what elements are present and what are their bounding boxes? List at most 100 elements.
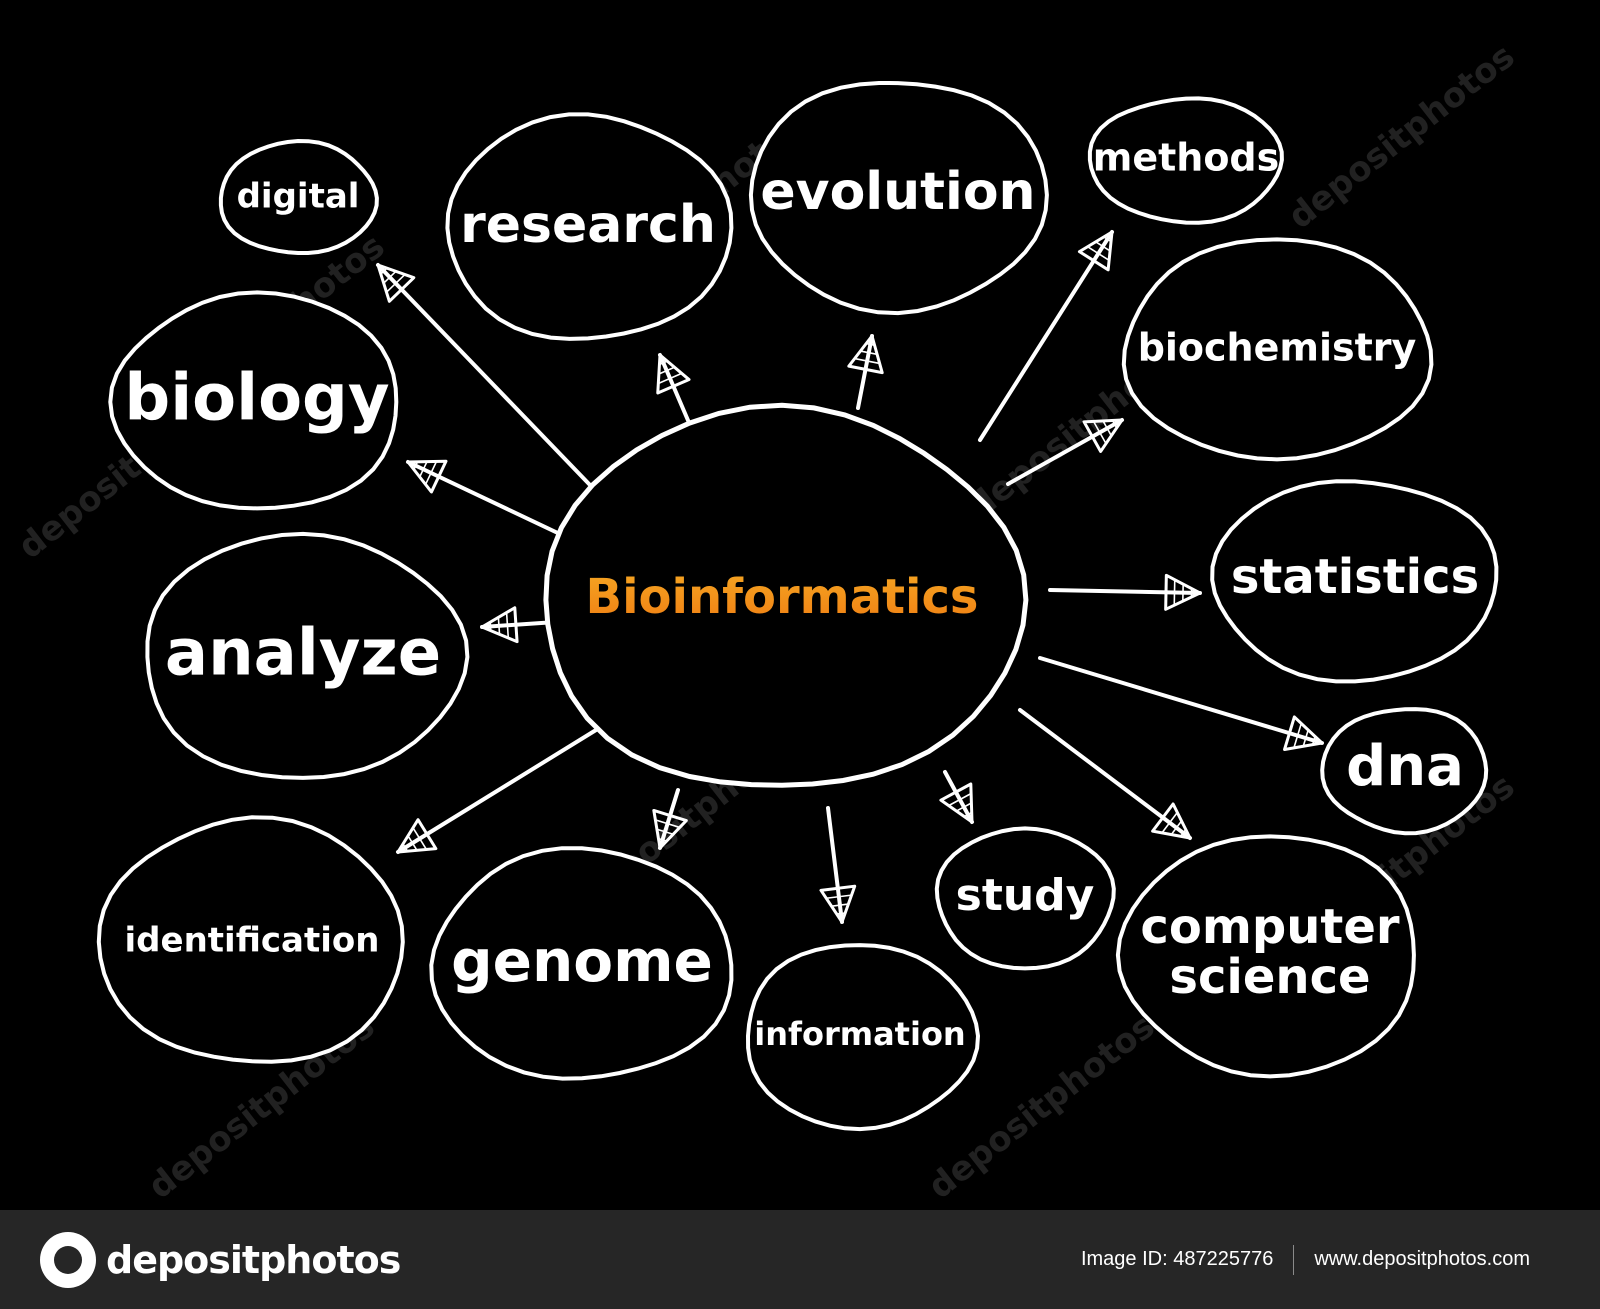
arrowhead-hatch [656,828,674,836]
connector-line [1048,588,1202,595]
connector-line [826,806,844,924]
connector-layer [376,230,1324,924]
arrowhead-hatch [424,461,438,485]
node-label: identification [125,921,380,961]
arrowhead-hatch [1087,246,1110,262]
node-bubble [445,112,734,341]
center-bubble [543,402,1029,788]
arrowhead-hatch [836,912,846,915]
node-study: study [934,826,1116,971]
node-biochemistry: biochemistry [1121,237,1434,462]
brand-name: depositphotos [106,1237,401,1282]
arrowhead-hatch [380,267,388,275]
arrowhead-hatch [826,894,852,900]
arrowhead-hatch [948,792,972,807]
node-bubble [748,80,1049,316]
connector-line [406,460,564,537]
node-bubble [429,846,734,1081]
connector-arrow-research [656,353,692,427]
node-statistics: statistics [1210,479,1499,684]
image-id-label: Image ID: 487225776 [1080,1248,1274,1270]
node-label: digital [237,177,360,217]
watermark-text: depositphotos [1281,36,1522,237]
site-url-link[interactable]: www.depositphotos.com [1314,1248,1530,1270]
node-identification: identification [96,815,405,1064]
arrowhead-hatch [1111,420,1118,429]
connector-arrow-information [819,806,857,924]
connector-line [480,620,558,629]
node-methods: methods [1087,96,1284,225]
node-bubble [96,815,405,1064]
node-bubble [1121,237,1434,462]
connector-arrow-biology [406,459,564,537]
arrowhead-hatch [1302,729,1309,747]
connector-line [658,788,680,850]
arrowhead-hatch [489,622,492,631]
arrowhead-hatch [655,819,680,829]
node-dna: dna [1320,707,1489,836]
arrowhead-hatch [413,461,419,470]
connector-arrow-evolution [847,334,884,410]
node-label: biochemistry [1138,326,1417,370]
connector-line [1018,708,1192,840]
node-label: study [956,870,1095,921]
arrowhead-hatch [412,827,428,850]
meta-divider [1293,1244,1295,1275]
arrowhead-icon [652,808,688,850]
node-label: science [1169,949,1370,1005]
arrowhead-hatch [418,461,428,478]
image-meta: Image ID: 487225776 www.depositphotos.co… [1080,1244,1530,1275]
arrowhead-icon [819,884,857,924]
node-bubble [1210,479,1499,684]
arrowhead-hatch [385,273,406,293]
connector-arrow-analyze [480,606,558,644]
arrowhead-hatch [866,342,875,346]
arrowhead-hatch [1173,579,1176,606]
node-digital: digital [218,138,379,255]
node-bubble [1320,707,1489,836]
node-evolution: evolution [748,80,1049,316]
connector-line [856,334,874,410]
node-label: genome [451,927,713,995]
center-label: Bioinformatics [586,569,979,625]
connector-arrow-methods [978,230,1114,442]
connector-line [978,230,1114,442]
node-bubble [1087,96,1284,225]
arrowhead-icon [656,353,691,395]
arrowhead-hatch [658,372,683,385]
node-bubble [145,531,470,780]
node-layer: digital research evolution methods biology bi… [96,80,1499,1132]
node-research: research [445,112,734,341]
connector-arrow-identification [396,728,598,854]
stock-footer-bar: depositphotos Image ID: 487225776 www.de… [0,1210,1600,1309]
arrowhead-hatch [963,811,973,818]
arrowhead-hatch [658,366,675,375]
node-label: computer [1140,899,1399,955]
connector-line [658,353,692,427]
node-bubble [745,943,981,1132]
connector-arrow-computer-science [1018,708,1192,840]
arrowhead-hatch [1311,736,1316,745]
arrowhead-hatch [383,270,397,284]
brand-logo[interactable]: depositphotos [40,1231,401,1288]
connector-arrow-digital [376,263,592,487]
node-bubble [934,826,1116,971]
arrowhead-hatch [1293,723,1303,749]
connector-line [943,770,974,824]
arrowhead-hatch [1095,241,1111,252]
node-label: evolution [760,162,1035,222]
node-label: analyze [165,617,441,691]
node-bubble [108,290,399,511]
node-label: statistics [1231,549,1479,605]
node-biology: biology [108,290,399,511]
connector-arrow-genome [652,788,688,850]
arrowhead-hatch [407,835,418,851]
connector-line [396,728,598,854]
node-bubble [1115,834,1416,1079]
node-label: methods [1093,136,1280,180]
arrowhead-hatch [659,360,668,366]
arrowhead-hatch [658,837,667,842]
node-label: dna [1346,734,1464,799]
arrowhead-hatch [1092,420,1107,444]
